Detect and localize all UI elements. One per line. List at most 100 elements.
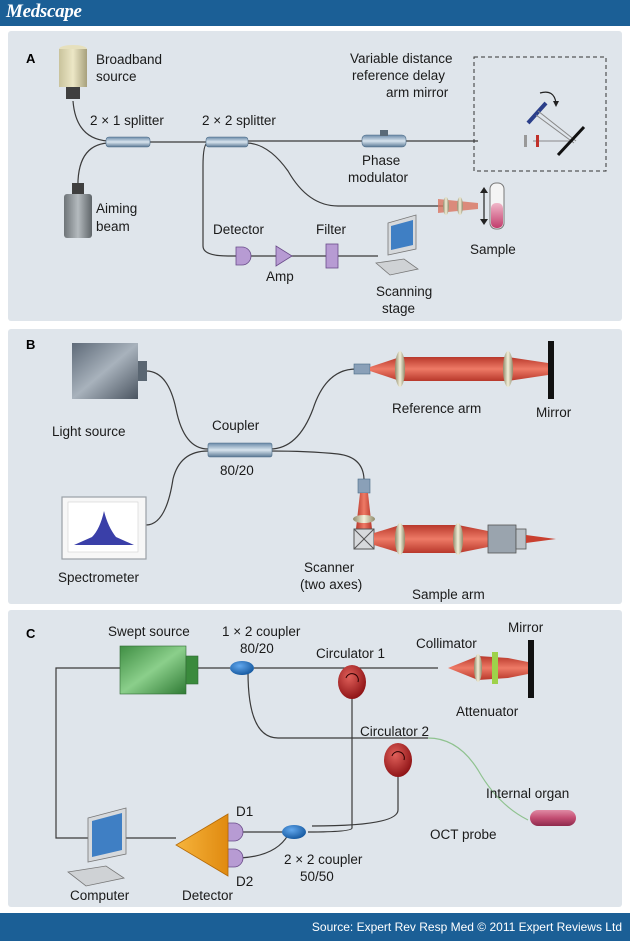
- fiber-source: [72, 100, 109, 142]
- light-source-icon: [72, 343, 138, 399]
- swept-source-label: Swept source: [108, 624, 190, 639]
- fiber-spectrometer: [145, 450, 209, 526]
- computer-keyboard-icon: [375, 258, 419, 276]
- detector-icon: [235, 246, 252, 266]
- figure-content: A Broadband source A: [0, 26, 630, 913]
- coupler-2x2-label-2: 50/50: [300, 869, 334, 884]
- circulator-2-label: Circulator 2: [360, 724, 429, 739]
- fiber-coupler-circulator2: [247, 671, 428, 739]
- d2-label: D2: [236, 874, 253, 889]
- circulator-1-icon: [338, 665, 366, 699]
- splitter-2x2-label: 2 × 2 splitter: [202, 113, 276, 128]
- fiber-detector: [202, 142, 236, 257]
- fiber-aiming: [77, 142, 109, 192]
- computer-keyboard-icon: [67, 865, 126, 887]
- aiming-beam-label-1: Aiming: [96, 201, 137, 216]
- swept-source-icon: [119, 645, 187, 695]
- sample-lens-2-icon: [457, 197, 463, 215]
- sample-lens-1-icon: [443, 197, 449, 215]
- phase-modulator-icon: [361, 134, 407, 148]
- reference-mirror-label-1: Variable distance: [350, 51, 453, 66]
- aiming-beam-nozzle: [72, 183, 84, 195]
- scanner-diagonal-2: [353, 528, 375, 550]
- panel-a-letter: A: [26, 51, 36, 66]
- sample-lens-1-icon: [395, 523, 405, 555]
- d2-icon: [227, 848, 244, 868]
- coupler-1x2-label-1: 1 × 2 coupler: [222, 624, 301, 639]
- objective-icon: [487, 524, 517, 554]
- splitter-2x2-icon: [205, 136, 249, 148]
- reference-collimator-icon: [353, 363, 371, 375]
- fiber-circulator1-coupler: [307, 698, 353, 833]
- reference-mirror-label-2: reference delay: [352, 68, 445, 83]
- detector-icon: [175, 813, 229, 877]
- rotation-arrowhead-icon: [553, 101, 559, 107]
- sample-lens-2-icon: [453, 523, 463, 555]
- phase-modulator-label-1: Phase: [362, 153, 400, 168]
- panel-b-letter: B: [26, 337, 35, 352]
- fiber-reference-arm: [269, 368, 357, 450]
- objective-tip-icon: [515, 528, 527, 550]
- scanner-label-1: Scanner: [304, 560, 355, 575]
- reference-arm-label: Reference arm: [392, 401, 481, 416]
- broadband-source-label-1: Broadband: [96, 52, 162, 67]
- oct-probe-icon: [530, 810, 576, 826]
- reference-lens-icon: [524, 135, 527, 147]
- broadband-source-icon: [59, 49, 87, 87]
- fixed-mirror-icon: [556, 125, 586, 157]
- collimator-lens-icon: [474, 654, 482, 682]
- reference-mirror-label-3: arm mirror: [386, 85, 449, 100]
- sample-arrow-up-icon: [480, 187, 488, 193]
- detector-label: Detector: [182, 888, 234, 903]
- internal-organ-label: Internal organ: [486, 786, 569, 801]
- spectrometer-label: Spectrometer: [58, 570, 140, 585]
- rotating-mirror-icon: [526, 101, 548, 125]
- fiber-coupler-d2: [239, 834, 289, 859]
- fiber-oct-probe: [427, 737, 529, 821]
- amp-label: Amp: [266, 269, 294, 284]
- scanner-label-2: (two axes): [300, 577, 362, 592]
- splitter-2x1-label: 2 × 1 splitter: [90, 113, 164, 128]
- footer-bar: Source: Expert Rev Resp Med © 2011 Exper…: [0, 913, 630, 941]
- broadband-source-nozzle: [66, 87, 80, 99]
- computer-screen-icon: [391, 220, 413, 250]
- mirror-beam-2: [535, 114, 575, 144]
- reference-lens-1-icon: [395, 351, 405, 387]
- spectrum-curve-icon: [74, 511, 134, 545]
- sample-beam-horizontal: [374, 525, 488, 553]
- panel-c: C Swept source 1 × 2 coupler 80/20: [8, 610, 622, 907]
- header-bar: Medscape: [0, 0, 630, 26]
- mirror-label: Mirror: [536, 405, 572, 420]
- mirror-icon: [548, 341, 554, 399]
- circulator-2-arrow-icon: [391, 751, 405, 761]
- reference-beam: [448, 656, 528, 680]
- circulator-1-arrow-icon: [345, 673, 359, 683]
- sample-label: Sample: [470, 242, 516, 257]
- computer-screen-icon: [92, 813, 122, 857]
- coupler-2x2-icon: [282, 825, 306, 839]
- fiber-sample: [245, 142, 448, 207]
- coupler-label: Coupler: [212, 418, 260, 433]
- scanning-stage-label-1: Scanning: [376, 284, 432, 299]
- coupler-1x2-label-2: 80/20: [240, 641, 274, 656]
- oct-probe-label: OCT probe: [430, 827, 497, 842]
- phase-modulator-label-2: modulator: [348, 170, 409, 185]
- circulator-1-label: Circulator 1: [316, 646, 385, 661]
- detector-label: Detector: [213, 222, 265, 237]
- reference-delay-box: [473, 56, 607, 172]
- sample-liquid-icon: [491, 203, 503, 228]
- rotation-arrow-icon: [539, 91, 557, 104]
- d1-icon: [227, 822, 244, 842]
- aiming-beam-icon: [64, 194, 92, 238]
- swept-source-nozzle: [185, 655, 199, 685]
- collimator-label: Collimator: [416, 636, 477, 651]
- coupler-ratio-label: 80/20: [220, 463, 254, 478]
- computer-label: Computer: [70, 888, 130, 903]
- fiber-circulator2-coupler: [311, 770, 399, 827]
- medscape-logo: Medscape: [6, 1, 82, 22]
- attenuator-label: Attenuator: [456, 704, 519, 719]
- aiming-beam-label-2: beam: [96, 219, 130, 234]
- splitter-2x1-icon: [105, 136, 151, 148]
- reference-lens-2-icon: [503, 351, 513, 387]
